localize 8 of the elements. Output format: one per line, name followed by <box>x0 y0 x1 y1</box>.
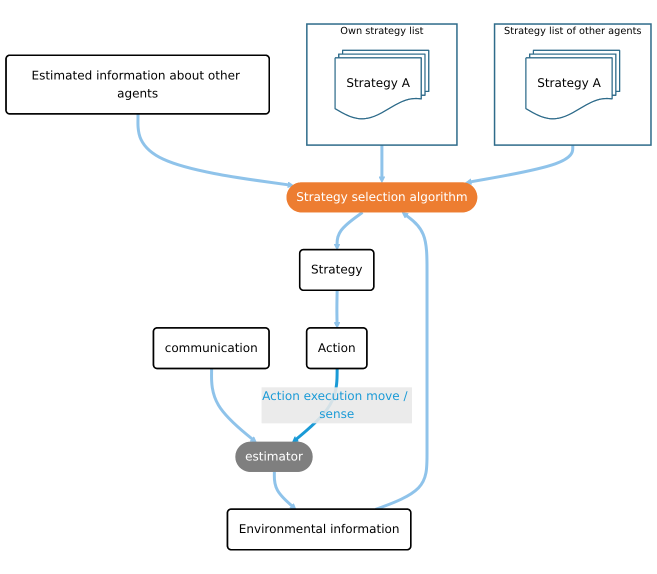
arrow <box>210 368 257 443</box>
arrow <box>378 145 386 184</box>
edge-label: Action execution move / sense <box>262 388 408 422</box>
arrow <box>272 472 296 510</box>
arrow <box>334 290 340 329</box>
arrow <box>334 211 364 250</box>
arrow <box>465 145 574 186</box>
arrow <box>136 114 294 188</box>
